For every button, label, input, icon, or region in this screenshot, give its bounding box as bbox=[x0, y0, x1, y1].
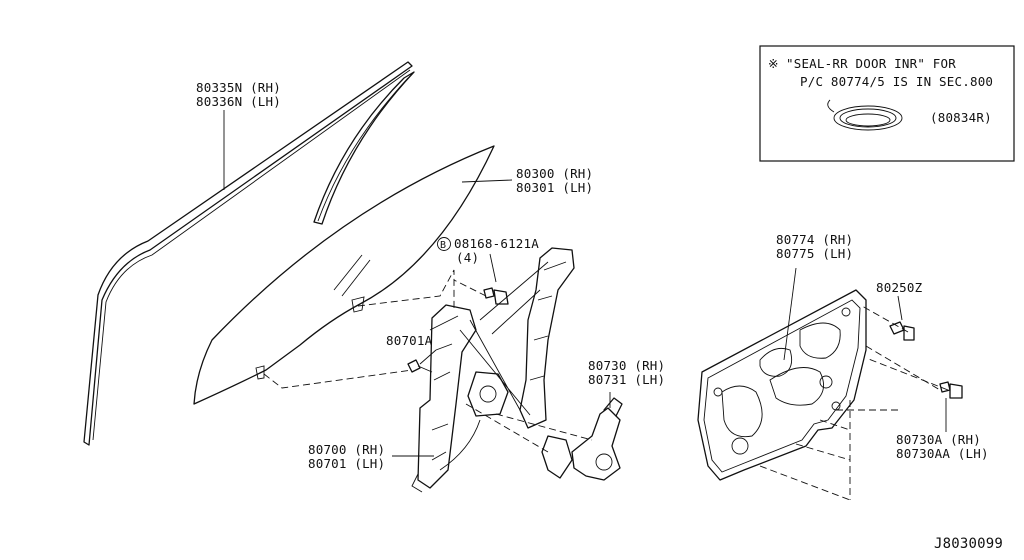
note-part-number: (80834R) bbox=[930, 110, 992, 125]
diagram-id: J8030099 bbox=[934, 536, 1003, 552]
label-door-glass-rh: 80300 (RH) bbox=[516, 166, 593, 181]
seal-part bbox=[827, 99, 903, 131]
label-door-glass-lh: 80301 (LH) bbox=[516, 180, 593, 195]
label-screw2-rh: 80730A (RH) bbox=[896, 432, 981, 447]
regulator-motor bbox=[541, 397, 623, 481]
label-motor-lh: 80731 (LH) bbox=[588, 372, 665, 387]
note-symbol: ※ bbox=[768, 56, 779, 71]
bolt-symbol-circle: B bbox=[437, 237, 451, 251]
door-module-panel bbox=[697, 289, 867, 481]
glass-run-channel bbox=[83, 61, 415, 446]
note-line1: "SEAL-RR DOOR INR" FOR bbox=[786, 56, 956, 71]
label-bolt-code: 08168-6121A bbox=[454, 236, 539, 251]
bolt-symbol: B bbox=[440, 240, 446, 251]
note-border bbox=[759, 45, 1015, 162]
label-module-lh: 80775 (LH) bbox=[776, 246, 853, 261]
door-glass bbox=[193, 145, 495, 405]
note-box: ※ "SEAL-RR DOOR INR" FOR P/C 80774/5 IS … bbox=[759, 45, 1015, 162]
label-motor-rh: 80730 (RH) bbox=[588, 358, 665, 373]
label-module-rh: 80774 (RH) bbox=[776, 232, 853, 247]
label-glass-run-rh: 80335N (RH) bbox=[196, 80, 281, 95]
clip-part bbox=[407, 359, 433, 373]
label-regulator-lh: 80701 (LH) bbox=[308, 456, 385, 471]
label-clip: 80701A bbox=[386, 333, 433, 348]
note-line2: P/C 80774/5 IS IN SEC.800 bbox=[800, 74, 993, 89]
screw-part bbox=[889, 321, 915, 341]
label-screw2-lh: 80730AA (LH) bbox=[896, 446, 989, 461]
bolt-part bbox=[483, 287, 509, 305]
label-regulator-rh: 80700 (RH) bbox=[308, 442, 385, 457]
label-screw: 80250Z bbox=[876, 280, 923, 295]
leader-lines bbox=[223, 110, 947, 457]
label-bolt-qty: (4) bbox=[456, 250, 479, 265]
window-regulator bbox=[411, 247, 575, 493]
screw2-part bbox=[939, 381, 963, 399]
assembly-lines bbox=[263, 269, 949, 501]
label-glass-run-lh: 80336N (LH) bbox=[196, 94, 281, 109]
